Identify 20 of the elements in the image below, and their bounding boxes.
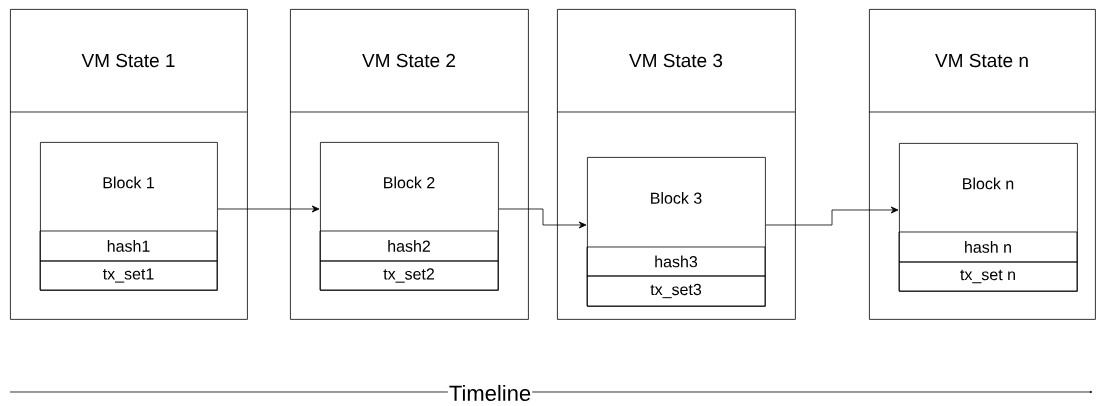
state-title: VM State 1 bbox=[81, 53, 175, 68]
block-title: Block 1 bbox=[103, 176, 154, 189]
block-title: Block 3 bbox=[651, 192, 702, 204]
table-row: tx_set n bbox=[898, 261, 1078, 292]
state-title: VM State n bbox=[935, 53, 1028, 68]
table-row: hash3 bbox=[586, 246, 766, 277]
timeline-label: Timeline bbox=[447, 383, 533, 403]
arrow bbox=[765, 206, 899, 226]
arrow bbox=[217, 205, 320, 213]
block-title: Block n bbox=[963, 177, 1014, 190]
block-title: Block 2 bbox=[384, 176, 435, 189]
state-title: VM State 2 bbox=[362, 53, 456, 68]
table-row: tx_set1 bbox=[39, 260, 218, 291]
table-row: tx_set2 bbox=[319, 260, 499, 291]
table-row: hash2 bbox=[319, 230, 499, 262]
table-row: tx_set3 bbox=[586, 275, 766, 307]
arrow bbox=[498, 208, 587, 229]
table-row: hash n bbox=[898, 231, 1078, 263]
state-title: VM State 3 bbox=[629, 53, 723, 68]
table-row: hash1 bbox=[39, 230, 218, 262]
